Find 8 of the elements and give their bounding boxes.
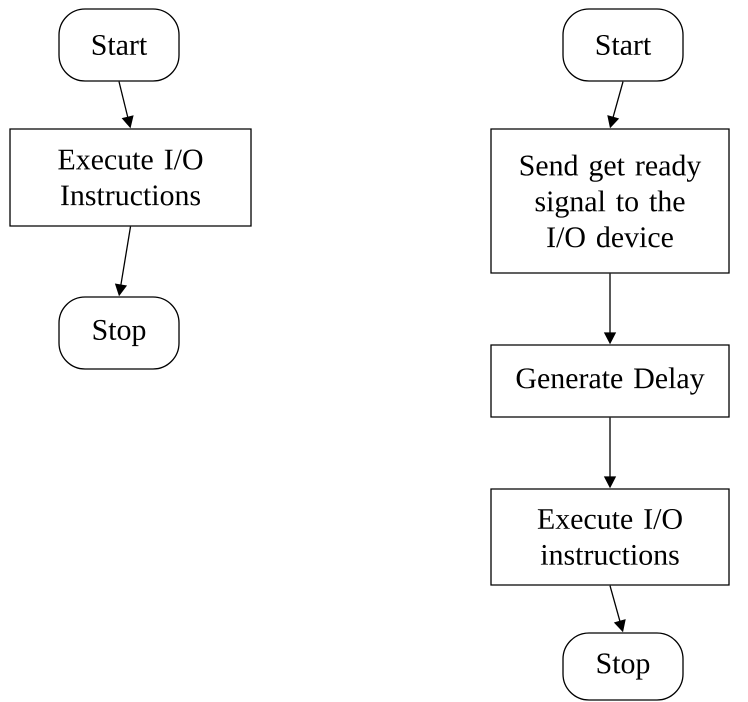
terminal-box: Stop	[58, 296, 180, 370]
process-box: Execute I/O instructions	[490, 488, 730, 586]
terminal-box: Stop	[562, 632, 684, 701]
process-box: Execute I/O Instructions	[9, 128, 252, 227]
terminal-box: Start	[58, 8, 180, 82]
terminal-box: Start	[562, 8, 684, 82]
process-box: Send get ready signal to the I/O device	[490, 128, 730, 274]
process-box: Generate Delay	[490, 344, 730, 418]
